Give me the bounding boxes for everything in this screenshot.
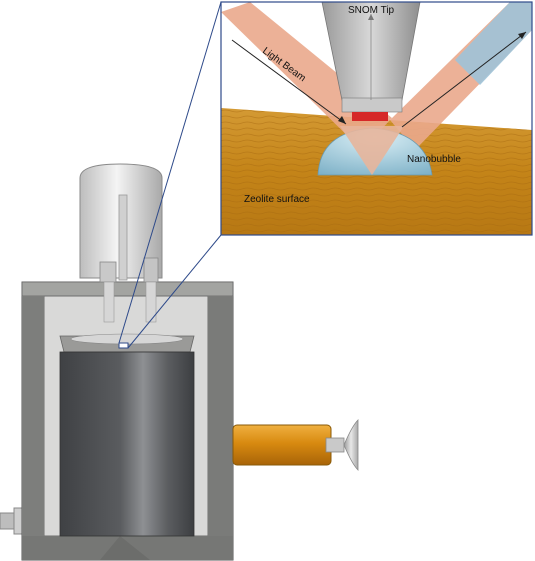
- bolts: [99, 257, 159, 323]
- label-snom-tip: SNOM Tip: [348, 5, 395, 16]
- inner-cylinder: [59, 351, 195, 537]
- side-rod: [232, 419, 359, 471]
- top-cap: [79, 163, 163, 281]
- incoming-beam-arrow: [231, 39, 347, 125]
- inset-frame: [220, 1, 533, 236]
- zoom-inset: SNOM Tip Light Beam Nanobubble Zeolite s…: [220, 1, 533, 236]
- label-nanobubble: Nanobubble: [407, 154, 461, 165]
- callout-lines: [118, 1, 222, 349]
- sample-stage: [59, 333, 195, 353]
- left-light-beam: [221, 2, 392, 150]
- label-zeolite-surface: Zeolite surface: [244, 194, 310, 205]
- apparatus: [0, 163, 359, 561]
- left-port: [0, 507, 25, 535]
- outgoing-beam-arrow: [401, 31, 527, 128]
- tip-aperture: [352, 112, 388, 121]
